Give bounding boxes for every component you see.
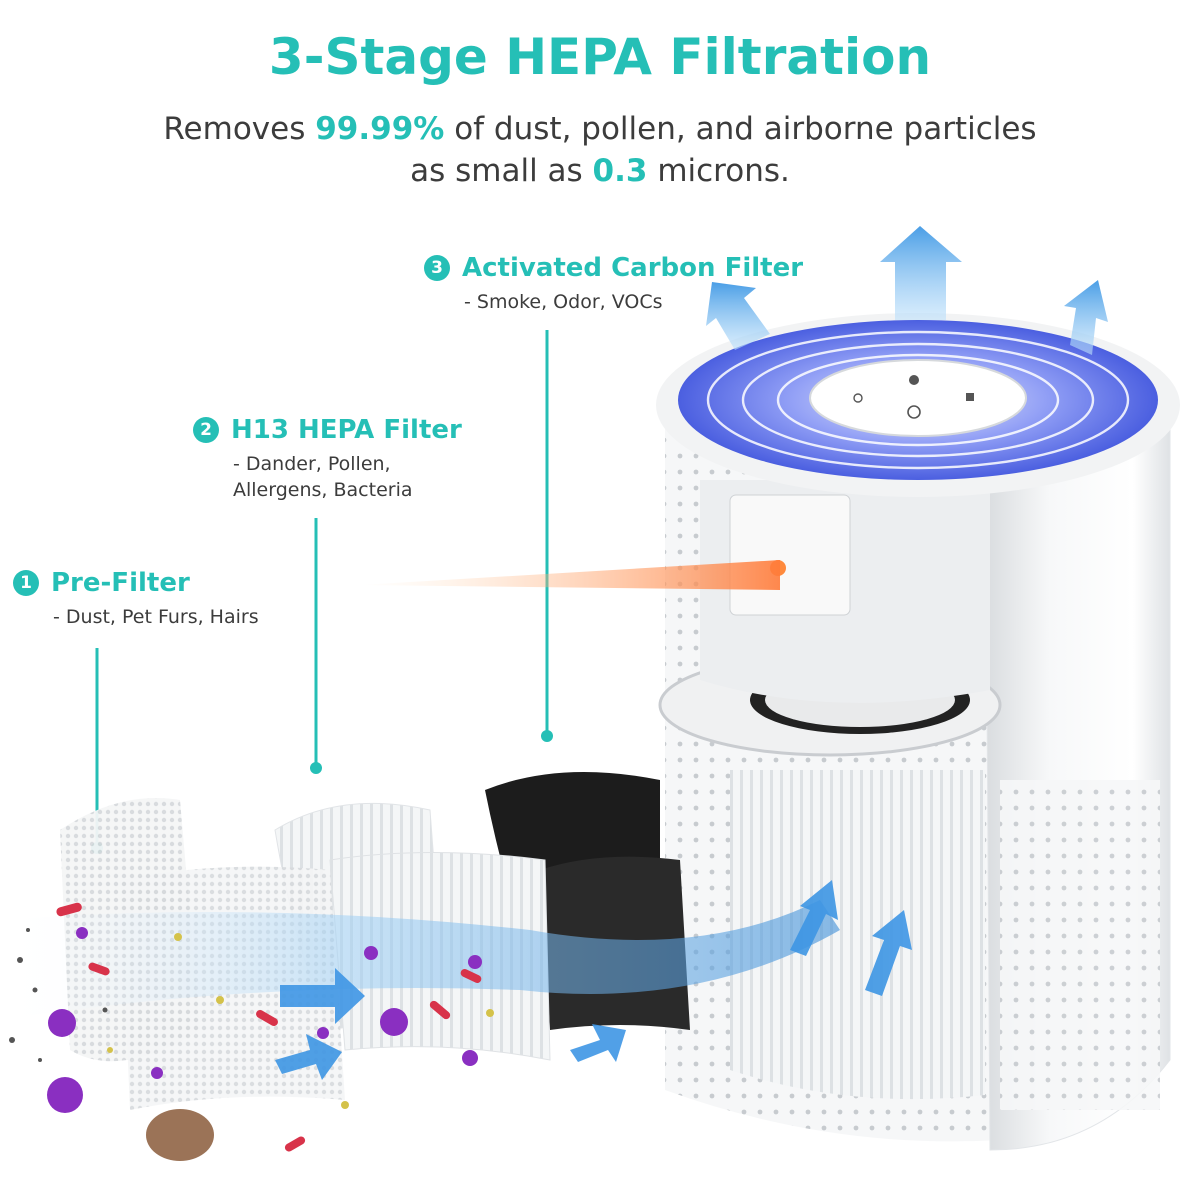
outflow-arrow-center [880,226,962,320]
hair-clump [146,1109,214,1161]
inflow-arrow-1 [280,968,365,1024]
pollen-particle [107,1047,113,1053]
uv-lamp-module [729,494,851,616]
outflow-arrow-left [706,282,770,350]
stage-2-desc-line: Allergens, Bacteria [233,479,413,501]
stage-1-label: 1 Pre-Filter - Dust, Pet Furs, Hairs [13,568,259,630]
outflow-arrow-right [1064,280,1108,355]
dust-particle [26,928,30,932]
stage-1-desc-line: - Dust, Pet Furs, Hairs [53,606,259,628]
subtitle-line-2: as small as 0.3 microns. [0,150,1200,192]
subtitle-text: of dust, pollen, and airborne particles [444,111,1037,147]
stage-3-description: - Smoke, Odor, VOCs [464,289,803,315]
dust-particle [32,987,38,993]
pollen-particle [216,996,224,1004]
bacteria-particle [284,1136,306,1152]
bacteria-particle [460,969,482,983]
dust-particle [102,1007,108,1013]
stage-2-description: - Dander, Pollen, Allergens, Bacteria [233,451,462,503]
stage-3-heading: 3 Activated Carbon Filter [424,253,803,283]
bacteria-particle [429,1000,451,1020]
air-purifier [656,313,1180,1151]
uv-light-beam [360,560,780,590]
filter-reset-icon [966,393,974,401]
connector-dot-2 [310,762,322,774]
inflow-arrow-3 [570,1024,626,1062]
bacteria-particle [88,962,110,976]
stage-2-heading: 2 H13 HEPA Filter [193,415,462,445]
inner-hepa-cylinder [730,770,985,1100]
stage-2-name: H13 HEPA Filter [231,415,462,445]
stage-2-desc-line: - Dander, Pollen, [233,453,391,475]
stage-1-heading: 1 Pre-Filter [13,568,259,598]
page-title: 3-Stage HEPA Filtration [268,28,932,86]
fan-icon [909,375,919,385]
virus-particle [364,946,378,960]
inflow-arrow-4 [790,880,838,956]
dust-particle [9,1037,15,1043]
subtitle-text: as small as [410,153,593,189]
grille-spiral [706,330,1130,470]
stage-1-name: Pre-Filter [51,568,190,598]
virus-particle [380,1008,408,1036]
stage-2-number-badge: 2 [193,417,219,443]
subtitle-text: microns. [647,153,790,189]
dust-particle [17,957,23,963]
inflow-arrow-2 [275,1034,342,1080]
timer-icon [853,393,863,403]
virus-particle [317,1027,329,1039]
stage-3-label: 3 Activated Carbon Filter - Smoke, Odor,… [424,253,803,315]
outflow-arrows [706,226,1108,355]
bacteria-particle [56,902,82,917]
stage-1-description: - Dust, Pet Furs, Hairs [53,604,259,630]
pollen-particle [486,1009,494,1017]
pollen-particle [341,1101,349,1109]
inflow-arrows [275,880,912,1080]
subtitle-text: Removes [163,111,316,147]
air-stream [0,900,840,1020]
micron-size: 0.3 [592,153,648,189]
stage-3-name: Activated Carbon Filter [462,253,804,283]
virus-particle [462,1050,478,1066]
pollen-particle [174,933,182,941]
efficiency-percent: 99.99% [315,111,445,147]
stage-2-label: 2 H13 HEPA Filter - Dander, Pollen, Alle… [193,415,462,503]
subtitle-line-1: Removes 99.99% of dust, pollen, and airb… [0,108,1200,150]
control-panel [809,359,1027,437]
stage-3-number-badge: 3 [424,255,450,281]
virus-particle [151,1067,163,1079]
stage-3-desc-line: - Smoke, Odor, VOCs [464,291,663,313]
shell-perforation [1000,780,1160,1110]
virus-particle [76,927,88,939]
bacteria-particle [256,1010,278,1026]
virus-particle [47,1077,83,1113]
inflow-arrow-5 [865,910,912,996]
particles [9,902,494,1161]
virus-particle [48,1009,76,1037]
connector-dot-3 [541,730,553,742]
power-icon [907,405,921,419]
dust-particle [38,1058,42,1062]
virus-particle [468,955,482,969]
subtitle: Removes 99.99% of dust, pollen, and airb… [0,108,1200,192]
stage-1-number-badge: 1 [13,570,39,596]
